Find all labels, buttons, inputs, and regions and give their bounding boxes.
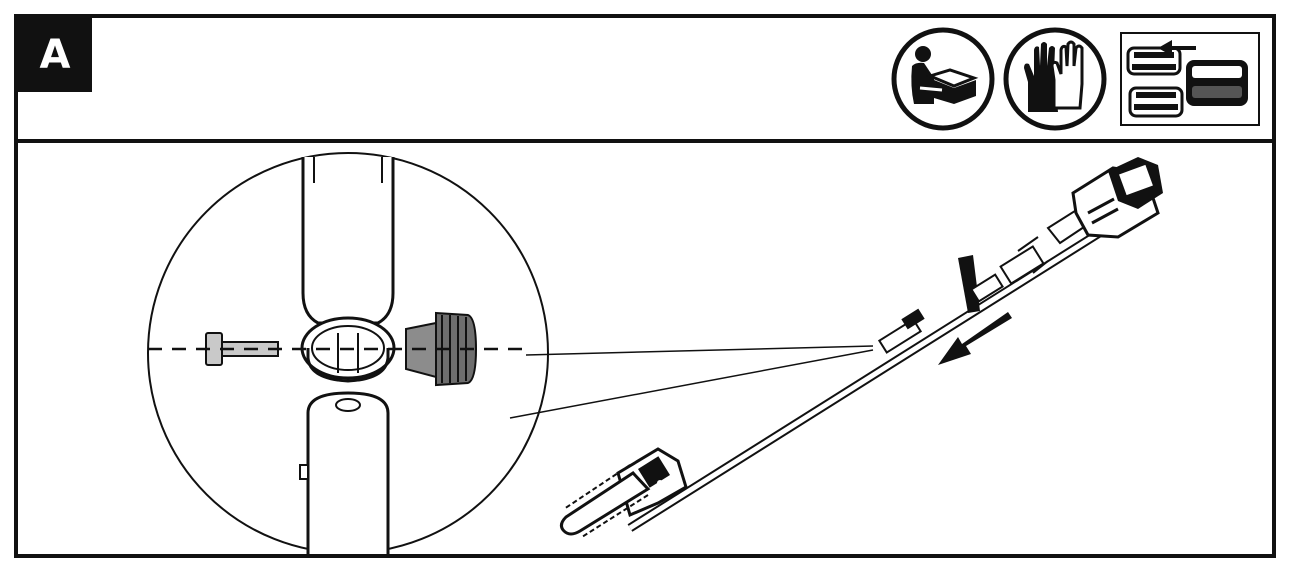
instruction-panel: A (14, 14, 1276, 558)
step-label: A (18, 18, 92, 92)
read-manual-icon (890, 26, 996, 132)
pole-saw (559, 157, 1163, 538)
direction-arrow (938, 312, 1012, 365)
detail-view (147, 152, 549, 554)
wear-gloves-icon (1002, 26, 1108, 132)
remove-battery-icon (1120, 32, 1260, 126)
panel-header: A (18, 18, 1272, 143)
safety-icons (890, 24, 1260, 134)
chain-bar (559, 464, 651, 538)
pole-saw-drawing (147, 152, 1163, 554)
assembly-illustration (18, 143, 1272, 554)
